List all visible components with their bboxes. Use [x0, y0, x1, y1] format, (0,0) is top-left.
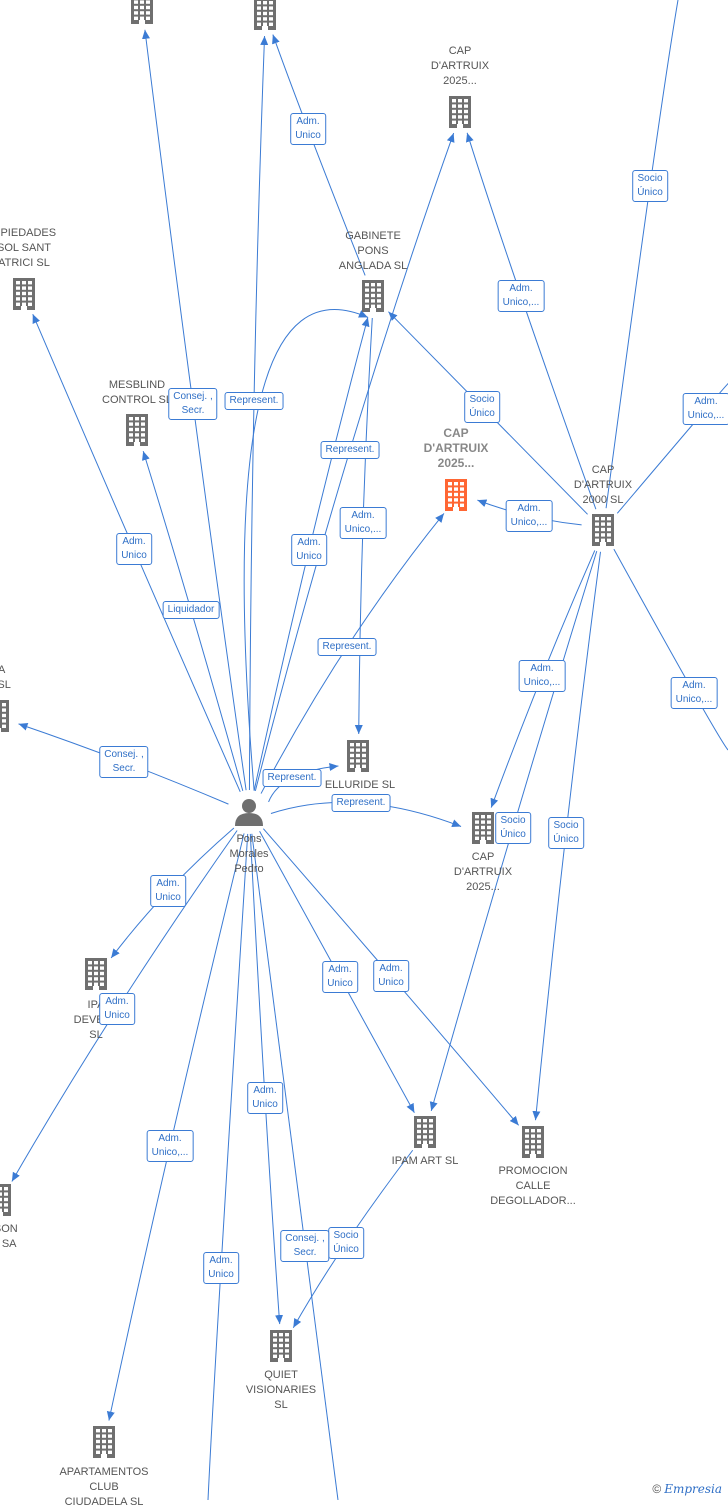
- edge-label[interactable]: Represent.: [224, 392, 284, 410]
- node-label-ipam_dev[interactable]: IPA DEVELO SL: [73, 999, 119, 1041]
- node-label-cap2000[interactable]: CAP D'ARTRUIX 2000 SL: [573, 464, 633, 506]
- building-icon[interactable]: [93, 1426, 115, 1458]
- node-label-cap_main[interactable]: CAP D'ARTRUIX 2025...: [423, 426, 489, 470]
- building-icon[interactable]: [449, 96, 471, 128]
- node-label-apartamentos[interactable]: APARTAMENTOS CLUB CIUDADELA SL: [59, 1466, 149, 1508]
- building-icon[interactable]: [445, 479, 467, 511]
- empresia-brand[interactable]: ©Empresia: [652, 1482, 722, 1496]
- edge-label[interactable]: Represent.: [320, 441, 380, 459]
- building-icon[interactable]: [362, 280, 384, 312]
- edge-label[interactable]: Adm. Unico,...: [682, 393, 728, 425]
- node-label-left_ea[interactable]: EA M SL: [0, 664, 11, 691]
- building-icon[interactable]: [0, 1184, 11, 1216]
- node-label-promocion[interactable]: PROMOCION CALLE DEGOLLADOR...: [490, 1165, 576, 1207]
- edge-label[interactable]: Adm. Unico: [291, 534, 327, 566]
- edge-label[interactable]: Socio Único: [632, 170, 668, 202]
- node-label-elluride[interactable]: ELLURIDE SL: [324, 779, 396, 791]
- node-label-cap_mid[interactable]: CAP D'ARTRUIX 2025...: [453, 851, 513, 893]
- edge-label[interactable]: Adm. Unico: [290, 113, 326, 145]
- edge-label[interactable]: Socio Único: [464, 391, 500, 423]
- edge-label[interactable]: Consej. , Secr.: [280, 1230, 330, 1262]
- node-label-quiet[interactable]: QUIET VISIONARIES SL: [245, 1369, 317, 1411]
- person-icon[interactable]: [235, 799, 263, 826]
- edge-label[interactable]: Adm. Unico,...: [146, 1130, 194, 1162]
- edge-label[interactable]: Adm. Unico: [322, 961, 358, 993]
- building-icon[interactable]: [522, 1126, 544, 1158]
- edge-label[interactable]: Adm. Unico: [99, 993, 135, 1025]
- building-icon[interactable]: [131, 0, 153, 24]
- edge-label[interactable]: Liquidador: [162, 601, 220, 619]
- node-label-ipam_art[interactable]: IPAM ART SL: [391, 1155, 459, 1167]
- building-icon[interactable]: [414, 1116, 436, 1148]
- edge-label[interactable]: Adm. Unico,...: [670, 677, 718, 709]
- building-icon[interactable]: [347, 740, 369, 772]
- edge-label[interactable]: Adm. Unico,...: [518, 660, 566, 692]
- building-icon[interactable]: [0, 700, 9, 732]
- node-label-gabinete[interactable]: GABINETE PONS ANGLADA SL: [338, 230, 408, 272]
- edge-label[interactable]: Adm. Unico: [116, 533, 152, 565]
- edge-label[interactable]: Consej. , Secr.: [99, 746, 149, 778]
- building-icon[interactable]: [13, 278, 35, 310]
- edge-label[interactable]: Adm. Unico: [150, 875, 186, 907]
- copyright-symbol: ©: [652, 1482, 662, 1496]
- node-label-propiedades[interactable]: OPIEDADES SOL SANT ATRICI SL: [0, 227, 57, 269]
- building-icon[interactable]: [126, 414, 148, 446]
- building-icon[interactable]: [254, 0, 276, 30]
- node-label-cap_top[interactable]: CAP D'ARTRUIX 2025...: [430, 45, 490, 87]
- edge-label[interactable]: Adm. Unico,...: [339, 507, 387, 539]
- brand-name: Empresia: [664, 1482, 722, 1496]
- edge-label[interactable]: Consej. , Secr.: [168, 388, 218, 420]
- building-icon[interactable]: [270, 1330, 292, 1362]
- edge-label[interactable]: Adm. Unico,...: [497, 280, 545, 312]
- edge-label[interactable]: Socio Único: [548, 817, 584, 849]
- edge-label[interactable]: Socio Único: [328, 1227, 364, 1259]
- edge-label[interactable]: Adm. Unico,...: [505, 500, 553, 532]
- edge-label[interactable]: Adm. Unico: [203, 1252, 239, 1284]
- building-icon[interactable]: [472, 812, 494, 844]
- edge-label[interactable]: Adm. Unico: [373, 960, 409, 992]
- node-label-son[interactable]: O SON ER SA: [0, 1223, 18, 1250]
- edge-label[interactable]: Represent.: [317, 638, 377, 656]
- edge-label[interactable]: Represent.: [331, 794, 391, 812]
- node-label-person[interactable]: Pons Morales Pedro: [229, 833, 269, 875]
- edge-label[interactable]: Adm. Unico: [247, 1082, 283, 1114]
- edge-label[interactable]: Socio Único: [495, 812, 531, 844]
- edge-label[interactable]: Represent.: [262, 769, 322, 787]
- building-icon[interactable]: [85, 958, 107, 990]
- building-icon[interactable]: [592, 514, 614, 546]
